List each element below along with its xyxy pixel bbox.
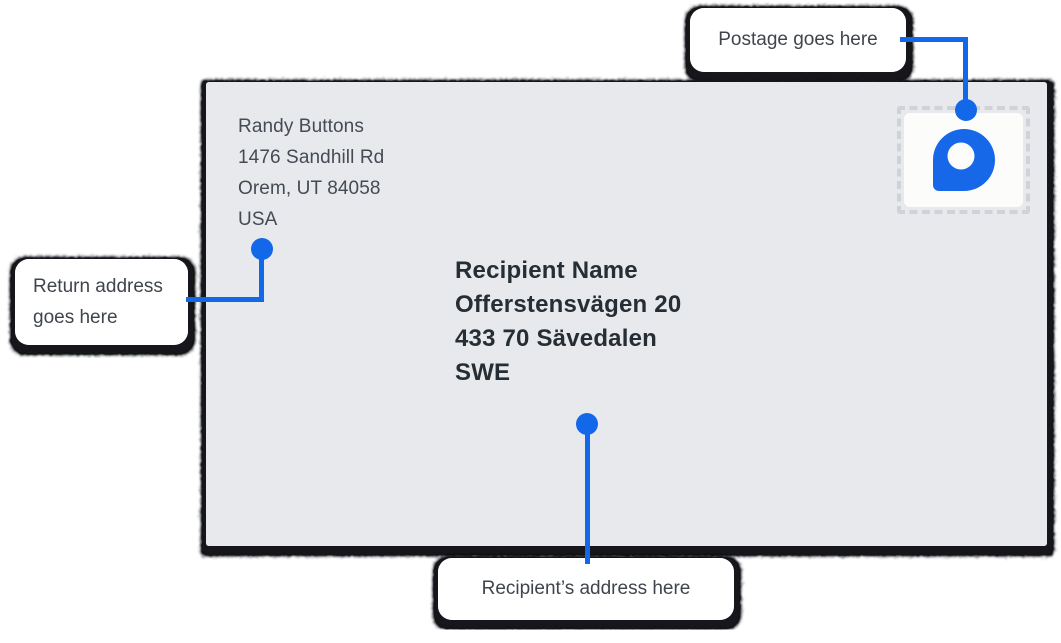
postage-connector-line-vertical xyxy=(963,37,968,112)
return-address-block: Randy Buttons 1476 Sandhill Rd Orem, UT … xyxy=(238,111,384,235)
return-address-line: USA xyxy=(238,209,278,230)
recipient-address-block: Recipient Name Offerstensvägen 20 433 70… xyxy=(455,254,681,390)
recipient-address-callout: Recipient’s address here xyxy=(438,558,734,620)
recipient-address-line: SWE xyxy=(455,359,511,386)
recipient-address-line: Recipient Name xyxy=(455,257,638,284)
recipient-address-line: Offerstensvägen 20 xyxy=(455,291,682,318)
postage-connector-dot xyxy=(955,99,977,121)
return-address-line: 1476 Sandhill Rd xyxy=(238,147,385,168)
recipient-address-callout-label: Recipient’s address here xyxy=(481,578,691,599)
postage-stamp xyxy=(897,106,1030,214)
drop-pin-logo-icon xyxy=(932,129,995,191)
postage-callout-label: Postage goes here xyxy=(718,29,878,50)
envelope: Randy Buttons 1476 Sandhill Rd Orem, UT … xyxy=(206,82,1047,546)
return-address-callout: Return address goes here xyxy=(15,259,188,345)
return-connector-dot xyxy=(251,238,273,260)
return-connector-line-horizontal xyxy=(186,297,264,302)
return-address-line: Randy Buttons xyxy=(238,116,364,137)
return-address-line: Orem, UT 84058 xyxy=(238,178,381,199)
return-address-callout-label: Return address goes here xyxy=(33,276,163,328)
return-connector-line-vertical xyxy=(259,248,264,302)
postage-connector-line-horizontal xyxy=(900,37,968,42)
recipient-connector-dot xyxy=(576,413,598,435)
stamp-inner xyxy=(904,113,1023,207)
postage-callout: Postage goes here xyxy=(690,8,906,72)
recipient-address-line: 433 70 Sävedalen xyxy=(455,325,658,352)
recipient-connector-line-vertical xyxy=(585,424,590,564)
